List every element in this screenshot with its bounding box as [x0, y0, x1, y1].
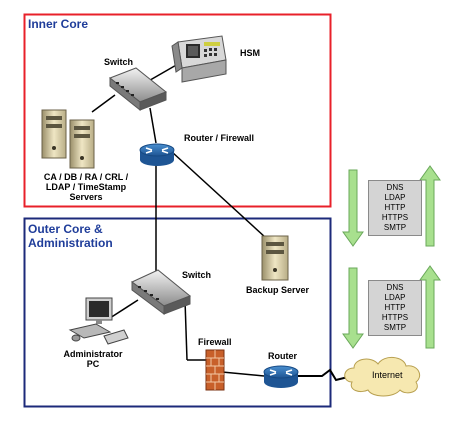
- protocol-item: SMTP: [383, 323, 407, 332]
- inner-switch-label: Switch: [104, 57, 134, 67]
- backup-server-icon: [261, 235, 289, 281]
- inner-core-title: Inner Core: [28, 17, 89, 31]
- protocol-item: SMTP: [383, 223, 407, 232]
- hsm-label: HSM: [240, 48, 260, 58]
- inner-core-zone: [23, 13, 332, 208]
- administrator-pc-label-line2: PC: [86, 359, 100, 369]
- outer-core-title: Outer Core & Administration: [28, 222, 113, 250]
- administrator-pc-label-line1: Administrator: [63, 349, 123, 359]
- router-label: Router: [268, 351, 297, 361]
- firewall-icon: [205, 349, 225, 391]
- backup-server-label: Backup Server: [246, 285, 310, 295]
- administrator-pc-icon: [68, 297, 129, 345]
- up-arrow-icon: [419, 265, 441, 349]
- protocol-item: DNS: [386, 183, 404, 192]
- outer-core-title-line2: Administration: [28, 236, 113, 250]
- down-arrow-icon: [342, 169, 364, 247]
- servers-label: CA / DB / RA / CRL / LDAP / TimeStamp Se…: [30, 172, 142, 202]
- internet-link-zigzag: [298, 368, 353, 382]
- protocol-item: LDAP: [384, 293, 406, 302]
- outer-core-title-line1: Outer Core &: [28, 222, 103, 236]
- firewall-label: Firewall: [198, 337, 232, 347]
- protocol-item: HTTP: [384, 303, 406, 312]
- servers-label-line3: Servers: [69, 192, 103, 202]
- servers-label-line1: CA / DB / RA / CRL /: [43, 172, 129, 182]
- hsm-icon: [171, 35, 227, 83]
- router-firewall-icon: [139, 143, 175, 166]
- up-arrow-icon: [419, 165, 441, 247]
- down-arrow-icon: [342, 267, 364, 349]
- protocol-item: DNS: [386, 283, 404, 292]
- protocol-list-bottom: DNS LDAP HTTP HTTPS SMTP: [368, 280, 422, 336]
- outer-switch-label: Switch: [182, 270, 212, 280]
- router-icon: [263, 365, 299, 388]
- protocol-item: LDAP: [384, 193, 406, 202]
- protocol-item: HTTPS: [381, 213, 409, 222]
- protocol-arrows-bottom: [342, 265, 441, 349]
- router-firewall-label: Router / Firewall: [184, 133, 255, 143]
- inner-servers-icon: [41, 109, 95, 169]
- protocol-item: HTTPS: [381, 313, 409, 322]
- protocol-list-top: DNS LDAP HTTP HTTPS SMTP: [368, 180, 422, 236]
- internet-label: Internet: [372, 370, 403, 380]
- servers-label-line2: LDAP / TimeStamp: [45, 182, 127, 192]
- protocol-item: HTTP: [384, 203, 406, 212]
- internet-cloud-icon: [344, 357, 421, 397]
- outer-core-zone: [23, 217, 332, 408]
- administrator-pc-label: Administrator PC: [58, 349, 128, 369]
- inner-switch-icon: [109, 67, 167, 112]
- outer-switch-icon: [131, 269, 191, 315]
- protocol-arrows-top: [342, 165, 441, 247]
- network-links: [91, 59, 278, 377]
